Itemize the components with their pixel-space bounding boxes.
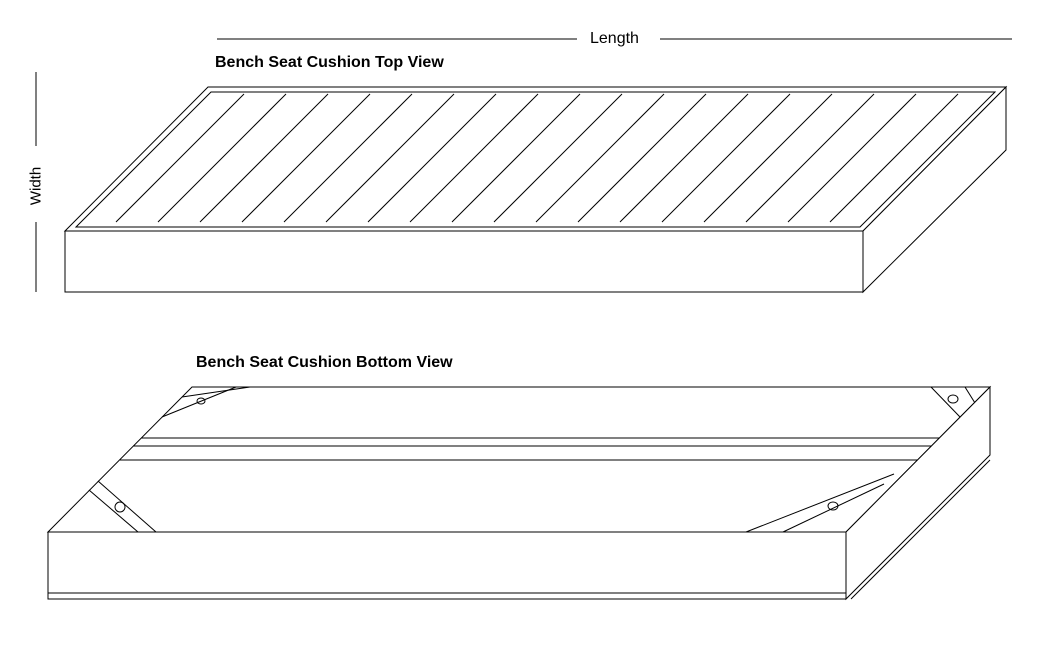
stripe-line xyxy=(577,93,707,223)
stripe-line xyxy=(283,93,413,223)
stripe-line xyxy=(325,93,455,223)
stripe-line xyxy=(493,93,623,223)
stripe-line xyxy=(409,93,539,223)
length-label: Length xyxy=(590,30,639,47)
width-label: Width xyxy=(27,166,45,206)
screw-hole xyxy=(196,397,206,405)
stripe-line xyxy=(745,93,875,223)
bottom-view-title: Bench Seat Cushion Bottom View xyxy=(196,354,453,371)
bottom-cushion-right-edge-line xyxy=(850,459,991,600)
stripe-line xyxy=(619,93,749,223)
top-cushion-stripes xyxy=(115,93,993,223)
bottom-view-cushion xyxy=(46,385,992,601)
stripe-line xyxy=(703,93,833,223)
stripe-line xyxy=(157,93,287,223)
bracket-front-left xyxy=(88,480,157,533)
stripe-line xyxy=(199,93,329,223)
stripe-line xyxy=(661,93,791,223)
screw-hole xyxy=(947,394,959,404)
stripe-line xyxy=(787,93,917,223)
top-cushion-inner-panel xyxy=(74,91,997,228)
bottom-cushion-front-face xyxy=(47,531,847,600)
screw-hole xyxy=(827,501,839,511)
bracket-back-right xyxy=(930,386,976,418)
bracket-back-left xyxy=(161,386,251,418)
top-view-title: Bench Seat Cushion Top View xyxy=(215,54,444,71)
stripe-line xyxy=(115,93,245,223)
top-cushion-top-face xyxy=(63,86,1008,232)
stripe-line xyxy=(829,93,959,223)
top-view-cushion xyxy=(63,85,1008,294)
stripe-line xyxy=(367,93,497,223)
stripe-line xyxy=(451,93,581,223)
screw-hole xyxy=(114,501,126,513)
stripe-line xyxy=(241,93,371,223)
top-cushion-front-face xyxy=(64,230,864,293)
bracket-front-right xyxy=(745,473,895,533)
stripe-line xyxy=(535,93,665,223)
